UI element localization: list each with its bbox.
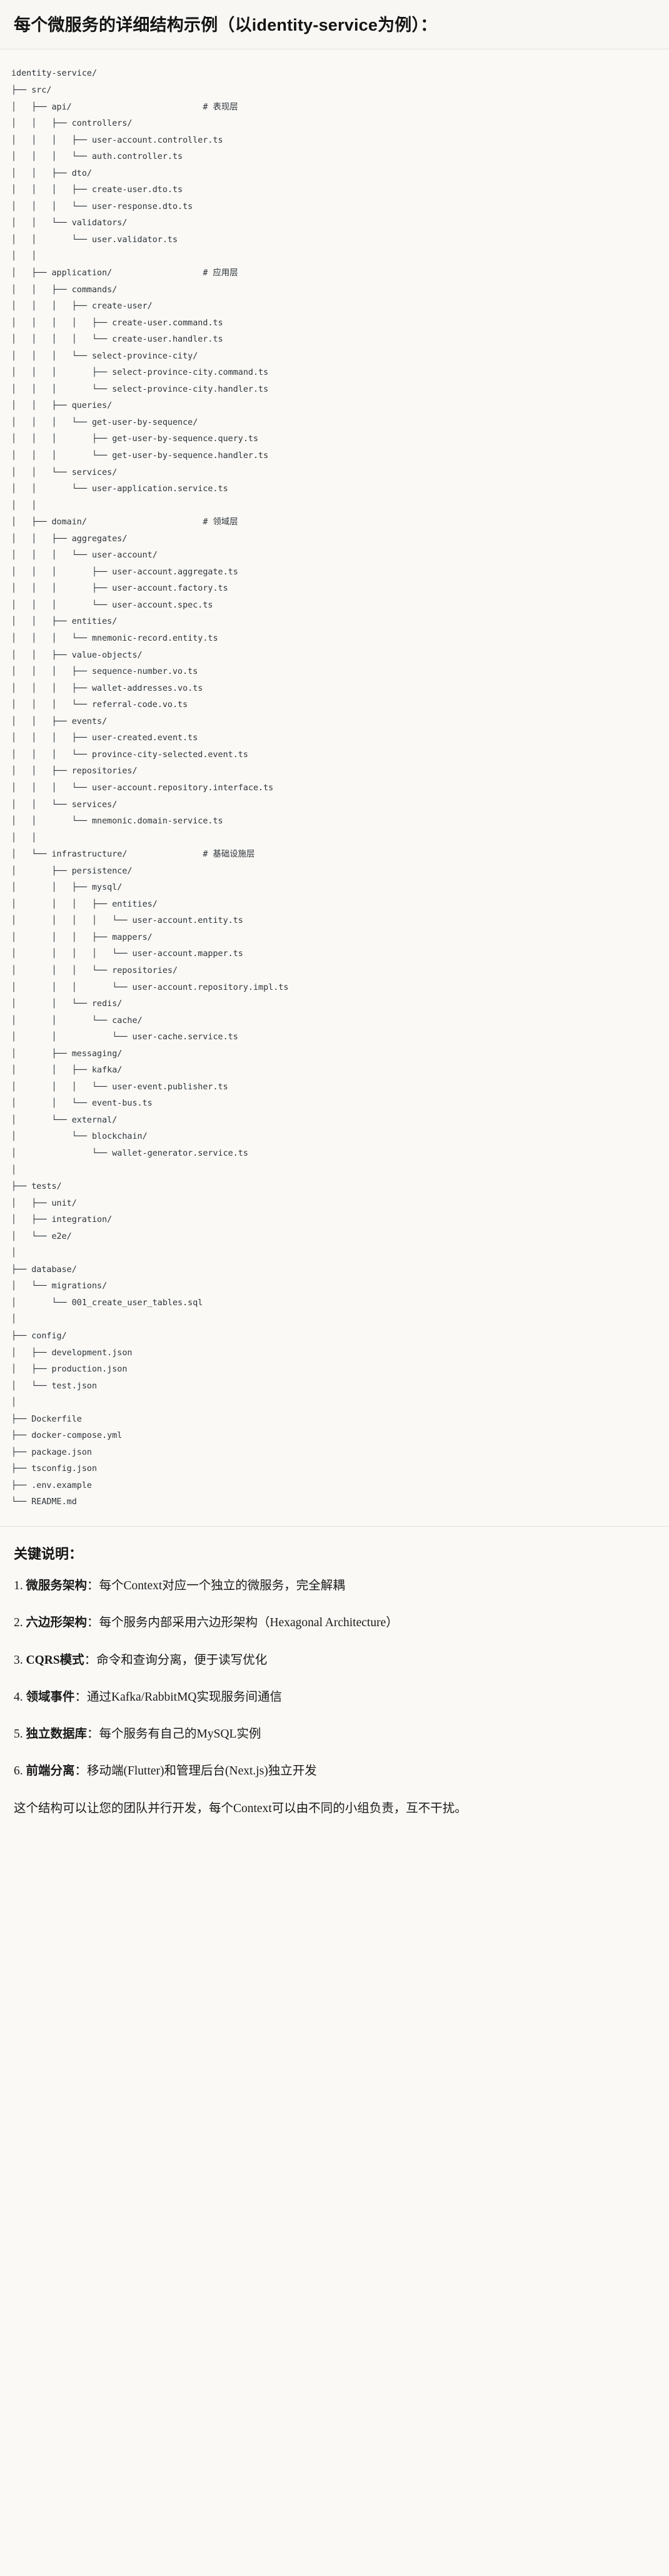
key-note-term: CQRS模式: [26, 1653, 84, 1667]
key-notes-list: 微服务架构：每个Context对应一个独立的微服务，完全解耦 六边形架构：每个服…: [14, 1577, 655, 1781]
list-item: 前端分离：移动端(Flutter)和管理后台(Next.js)独立开发: [14, 1762, 655, 1780]
list-item: 六边形架构：每个服务内部采用六边形架构（Hexagonal Architectu…: [14, 1614, 655, 1632]
key-notes-section: 关键说明： 微服务架构：每个Context对应一个独立的微服务，完全解耦 六边形…: [0, 1526, 669, 1829]
key-note-term: 领域事件: [26, 1690, 75, 1704]
key-note-term: 六边形架构: [26, 1616, 88, 1630]
key-note-desc: ：命令和查询分离，便于读写优化: [84, 1653, 268, 1667]
key-notes-heading: 关键说明：: [14, 1546, 83, 1562]
list-item: 领域事件：通过Kafka/RabbitMQ实现服务间通信: [14, 1688, 655, 1706]
key-note-desc: ：移动端(Flutter)和管理后台(Next.js)独立开发: [74, 1764, 317, 1778]
directory-tree: identity-service/ ├── src/ │ ├── api/ # …: [11, 69, 289, 1507]
list-item: 独立数据库：每个服务有自己的MySQL实例: [14, 1725, 655, 1743]
directory-tree-section: identity-service/ ├── src/ │ ├── api/ # …: [0, 49, 669, 1523]
page-root: 每个微服务的详细结构示例（以identity-service为例）： ident…: [0, 0, 669, 1829]
title-bar: 每个微服务的详细结构示例（以identity-service为例）：: [0, 0, 669, 50]
key-note-desc: ：每个服务内部采用六边形架构（Hexagonal Architecture）: [87, 1616, 398, 1630]
key-note-term: 前端分离: [26, 1764, 75, 1778]
key-note-desc: ：每个服务有自己的MySQL实例: [87, 1728, 261, 1741]
key-note-term: 独立数据库: [26, 1728, 88, 1741]
page-title: 每个微服务的详细结构示例（以identity-service为例）：: [14, 16, 438, 34]
key-note-term: 微服务架构: [26, 1579, 88, 1593]
key-note-desc: ：每个Context对应一个独立的微服务，完全解耦: [87, 1579, 345, 1593]
list-item: CQRS模式：命令和查询分离，便于读写优化: [14, 1651, 655, 1669]
key-note-desc: ：通过Kafka/RabbitMQ实现服务间通信: [74, 1690, 282, 1704]
list-item: 微服务架构：每个Context对应一个独立的微服务，完全解耦: [14, 1577, 655, 1595]
closing-paragraph: 这个结构可以让您的团队并行开发，每个Context可以由不同的小组负责，互不干扰…: [14, 1801, 467, 1815]
